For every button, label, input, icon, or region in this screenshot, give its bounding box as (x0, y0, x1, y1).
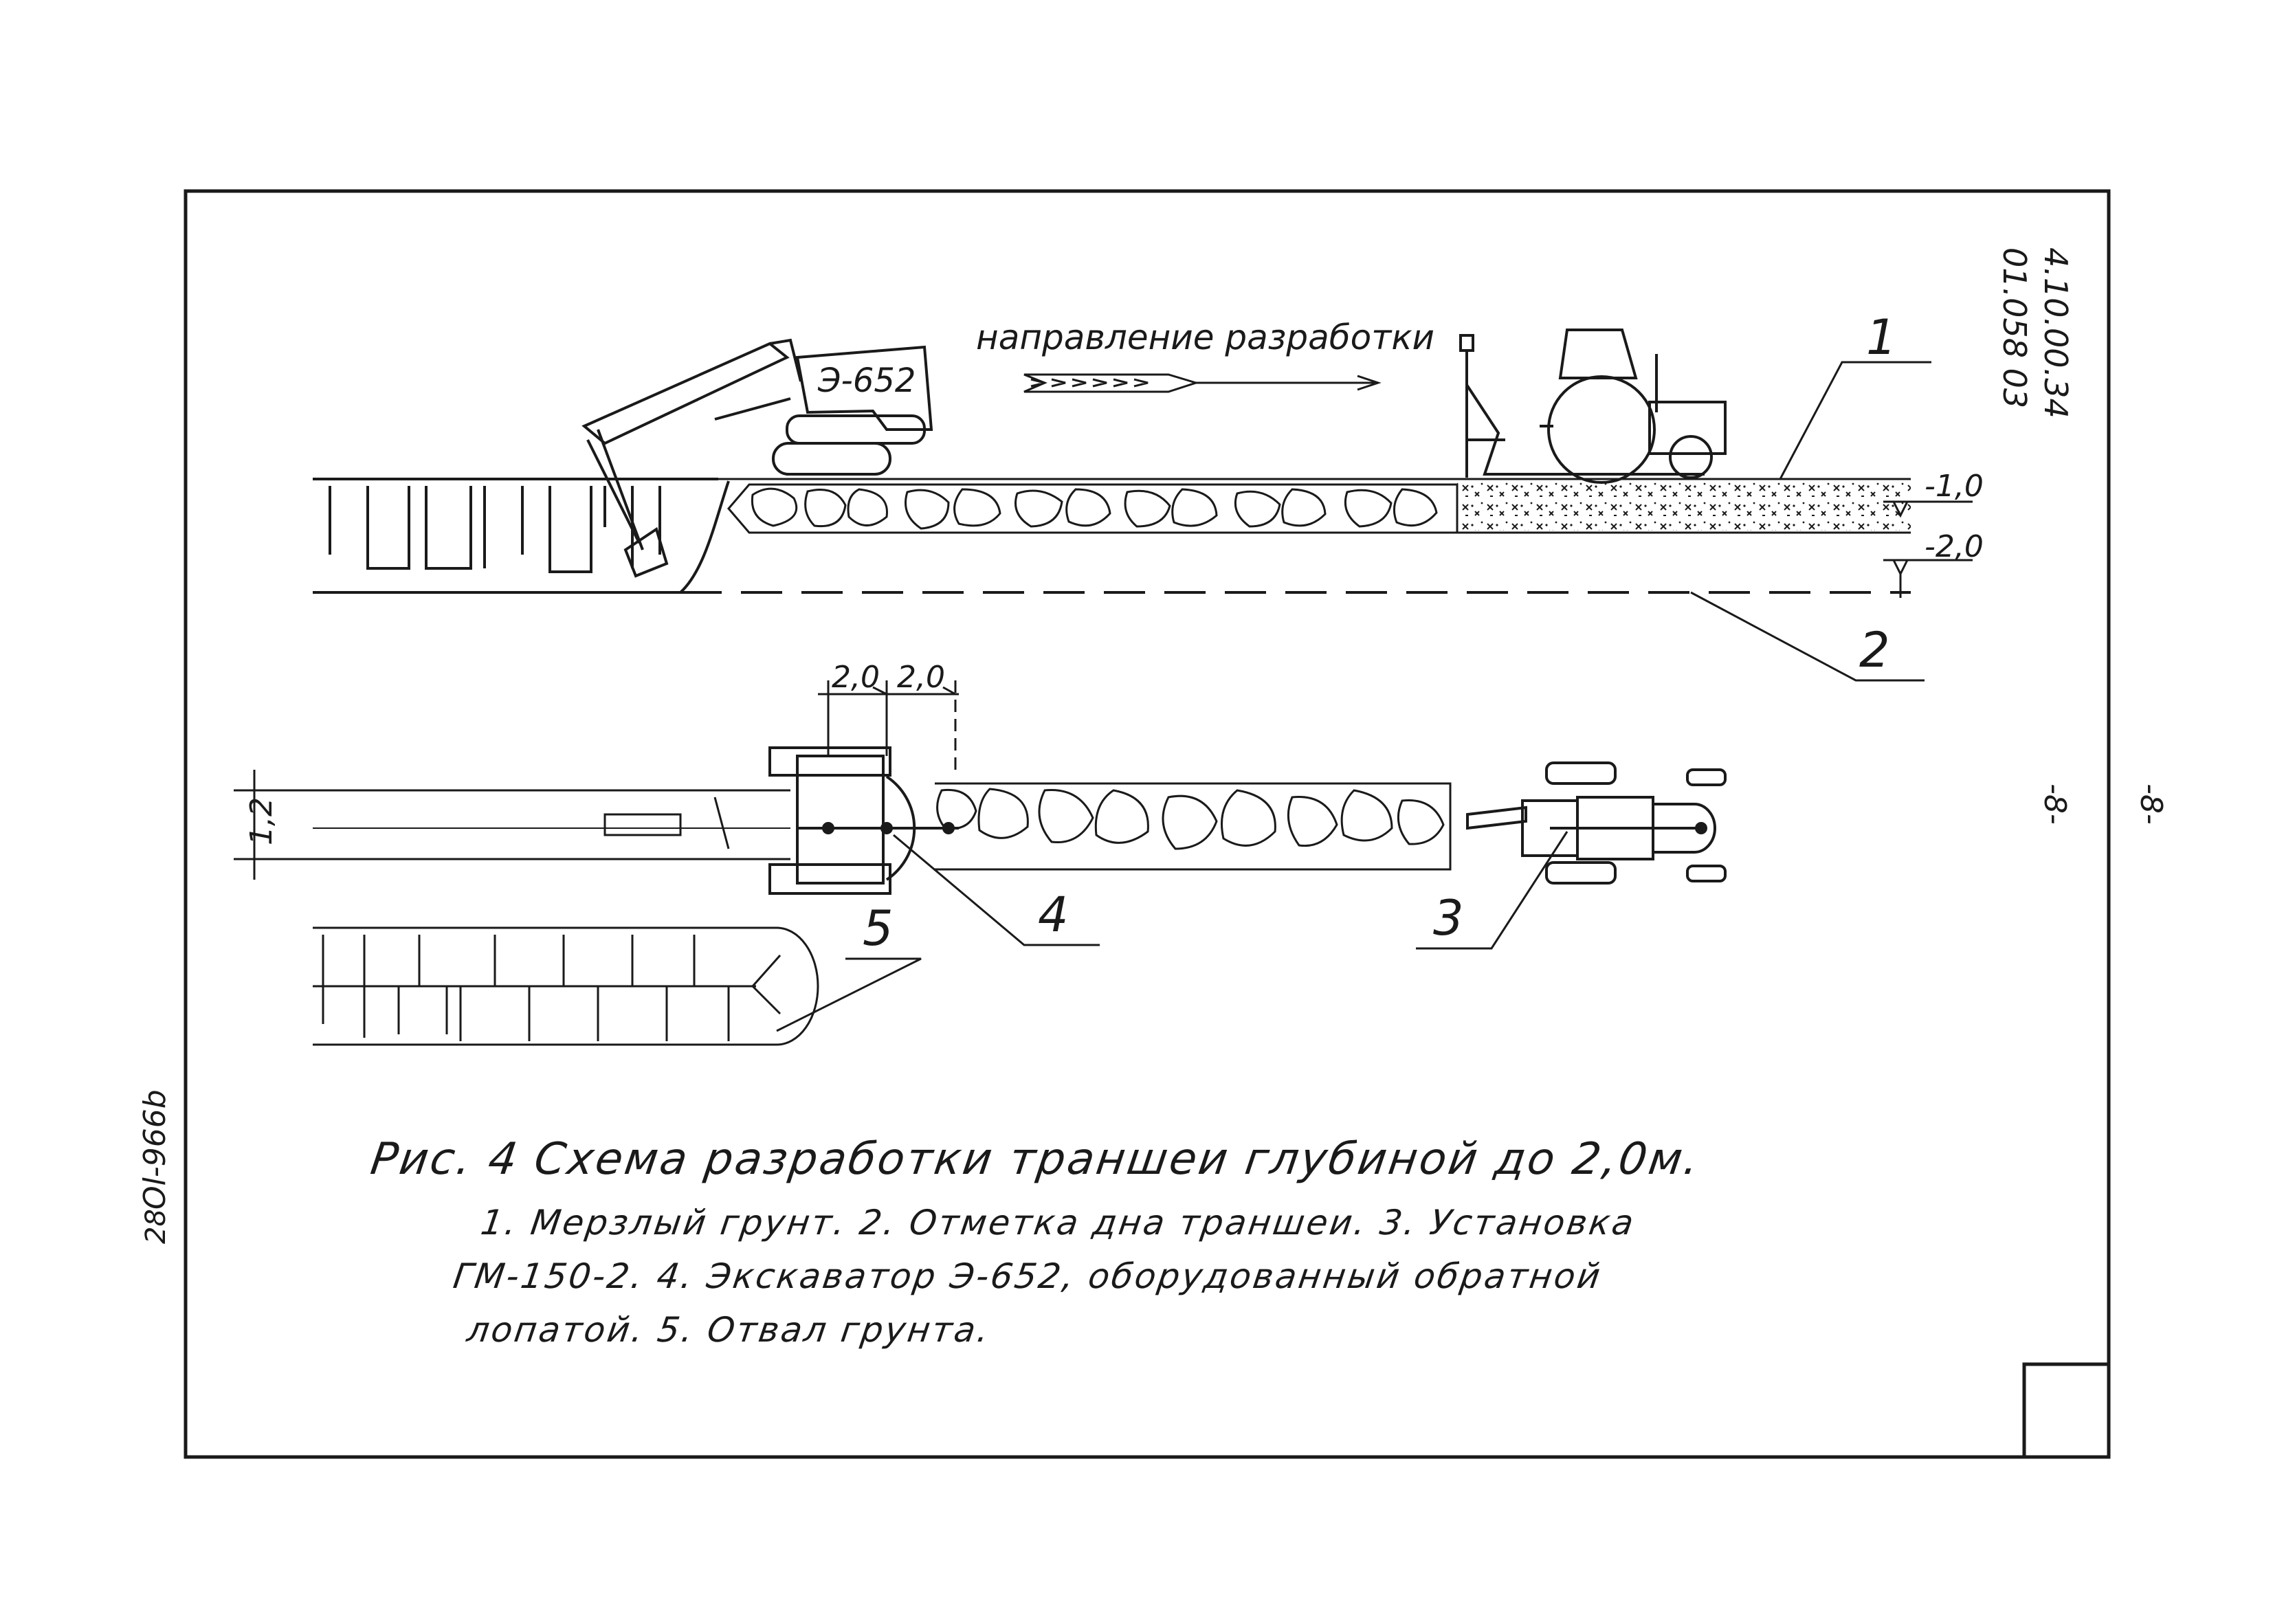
direction-arrow (1023, 373, 1382, 393)
level-label-1: -1,0 (1925, 469, 1984, 504)
excavated-trench (313, 480, 730, 594)
callout-5: 5 (863, 900, 894, 957)
sheet-marks: 4.10.00.34 01.058 03 -8- -8- Ol-966b 28 (137, 247, 2169, 1244)
excavator-plan (768, 746, 959, 895)
dim-label-1: 2,0 (832, 660, 880, 695)
plan-view: 1,2 2,0 2,0 (234, 660, 1727, 1046)
level-label-2: -2,0 (1925, 529, 1984, 564)
plan-spoil-dump (313, 926, 819, 1046)
callout-4: 4 (1038, 887, 1069, 943)
width-dimension (234, 770, 344, 880)
inventory-number: Ol-966b (137, 1089, 173, 1210)
callout-5-leader (776, 957, 922, 1032)
callout-2-leader (1690, 591, 1925, 682)
page-mark-outer: -8- (2133, 783, 2169, 825)
callout-4-leader (893, 834, 1100, 946)
direction-label: направление разработки (976, 318, 1434, 357)
excavator-label: Э-652 (817, 361, 916, 400)
elevation-view: -1,0 -2,0 1 2 Э-652 направление разработ… (313, 309, 1984, 682)
caption-line-3: лопатой. 5. Отвал грунта. (464, 1310, 993, 1350)
callout-3-leader (1416, 831, 1568, 950)
dim-label-2: 2,0 (897, 660, 945, 695)
callout-1: 1 (1866, 309, 1897, 366)
callout-3: 3 (1433, 890, 1464, 946)
plan-spoil-heap (935, 782, 1452, 871)
caption-line-1: 1. Мерзлый грунт. 2. Отметка дна траншеи… (478, 1203, 1639, 1243)
top-dimensions (818, 680, 959, 777)
spoil-heap (727, 483, 1459, 534)
callout-1-leader (1779, 361, 1931, 480)
page-mark-inner: -8- (2037, 783, 2072, 825)
level-markers (1883, 500, 1973, 598)
figure-title: Рис. 4 Схема разработки траншеи глубиной… (367, 1134, 1704, 1185)
frozen-ground (1457, 481, 1911, 531)
sheet-frame (184, 189, 2111, 1459)
inventory-prefix: 28 (140, 1209, 172, 1244)
plan-trench (313, 789, 790, 860)
excavator-e652-elevation (581, 338, 933, 578)
callout-2: 2 (1859, 622, 1890, 678)
sheet-code-1: 4.10.00.34 (2037, 247, 2074, 419)
width-dim-label: 1,2 (244, 797, 279, 845)
caption-line-2: ГМ-150-2. 4. Экскаватор Э-652, оборудова… (450, 1256, 1605, 1296)
sheet-code-2: 01.058 03 (1996, 247, 2033, 408)
gm-150-tractor-plan (1466, 761, 1727, 885)
gm-150-tractor-elevation (1459, 329, 1727, 484)
